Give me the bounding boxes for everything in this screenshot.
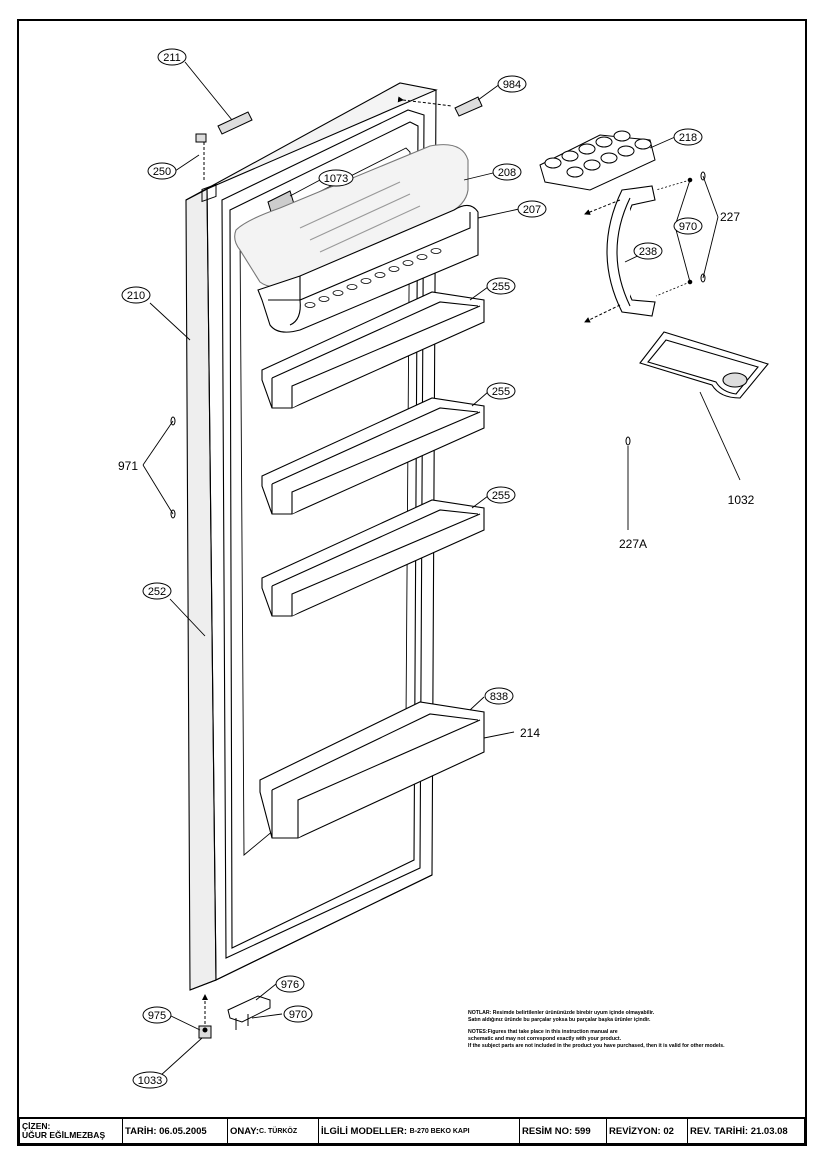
callout-text-255-first: 255 — [492, 281, 510, 293]
callout-text-255-second: 255 — [492, 386, 510, 398]
drawn-by-name: UĞUR EĞİLMEZBAŞ — [22, 1130, 106, 1140]
part-1032-lid — [639, 331, 769, 399]
date-cell: TARİH: 06.05.2005 — [123, 1119, 228, 1143]
callout-208 — [492, 163, 522, 181]
part-227A-screw — [625, 436, 631, 446]
callout-text-207: 207 — [523, 204, 541, 216]
part-211-plate — [217, 111, 253, 135]
part-984-plate — [454, 96, 483, 117]
callout-text-208: 208 — [498, 167, 516, 179]
part-207-shelf — [257, 204, 479, 333]
callout-text-838: 838 — [490, 691, 508, 703]
callout-text-210: 210 — [127, 290, 145, 302]
callout-text-211: 211 — [163, 52, 181, 64]
top-hinge — [195, 133, 217, 203]
part-984-arrow — [397, 96, 453, 107]
callout-255-third — [486, 486, 516, 504]
drawing-number-cell: RESİM NO: 599 — [520, 1119, 607, 1143]
bottom-hinge — [198, 995, 271, 1039]
callout-211 — [157, 48, 187, 66]
callout-text-971: 971 — [118, 459, 138, 473]
callout-970-bottom — [283, 1005, 313, 1023]
leader-lines — [142, 61, 741, 1077]
callout-984 — [497, 75, 527, 93]
door-shelves — [259, 291, 485, 839]
handle-arrow-top — [584, 199, 621, 215]
callout-text-1073: 1073 — [324, 173, 348, 185]
approval-name: C. TÜRKÖZ — [259, 1127, 298, 1135]
approval-label: ONAY: — [230, 1125, 260, 1137]
callout-975 — [142, 1006, 172, 1024]
door-assembly — [185, 82, 438, 991]
callout-970-top — [673, 217, 703, 235]
callout-text-238: 238 — [639, 246, 657, 258]
callout-text-250: 250 — [153, 166, 171, 178]
callout-text-970-top: 970 — [679, 221, 697, 233]
note-tr-line-2: Satın aldığınız üründe bu parçalar yoksa… — [468, 1017, 651, 1023]
callout-text-255-third: 255 — [492, 490, 510, 502]
callout-207 — [517, 200, 547, 218]
callout-text-1033: 1033 — [138, 1075, 162, 1087]
callout-text-975: 975 — [148, 1010, 166, 1022]
callout-218 — [673, 128, 703, 146]
revision-date-cell: REV. TARİHİ: 21.03.08 — [690, 1125, 788, 1137]
callout-text-970-bottom: 970 — [289, 1009, 307, 1021]
note-en-line-3: If the subject parts are not included in… — [468, 1043, 725, 1049]
callout-1033 — [132, 1071, 168, 1089]
note-en-line-2: schematic and may not correspond exactly… — [468, 1036, 622, 1042]
part-218-egg-tray — [539, 130, 656, 191]
revision-cell: REVİZYON: 02 — [607, 1119, 688, 1143]
handle-screws — [687, 171, 706, 285]
callout-text-976: 976 — [281, 979, 299, 991]
callout-238 — [633, 242, 663, 260]
models-label: İLGİLİ MODELLER: — [321, 1125, 408, 1137]
callout-1073 — [318, 169, 354, 187]
note-en-line-1: NOTES:Figures that take place in this in… — [468, 1029, 618, 1035]
title-block: ÇİZEN: UĞUR EĞİLMEZBAŞ TARİH: 06.05.2005… — [18, 1117, 806, 1145]
models-value: B-270 BEKO KAPI — [409, 1127, 470, 1135]
notes-block: NOTLAR: Resimde belirtilenler ürününüzde… — [468, 1010, 798, 1050]
drawn-by-cell: ÇİZEN: UĞUR EĞİLMEZBAŞ — [20, 1119, 123, 1143]
note-tr-line-1: NOTLAR: Resimde belirtilenler ürününüzde… — [468, 1010, 655, 1016]
handle-arrow-bottom — [584, 304, 621, 323]
models-cell: İLGİLİ MODELLER: B-270 BEKO KAPI — [319, 1119, 520, 1143]
part-208-cover — [234, 144, 469, 288]
drawn-by-label: ÇİZEN: — [22, 1121, 51, 1131]
callout-838 — [484, 687, 514, 705]
callout-255-second — [486, 382, 516, 400]
callout-text-227: 227 — [720, 210, 740, 224]
approval-cell: ONAY:C. TÜRKÖZ — [228, 1119, 319, 1143]
callout-252 — [142, 582, 172, 600]
callout-976 — [275, 975, 305, 993]
callout-210 — [121, 286, 151, 304]
callout-text-984: 984 — [503, 79, 521, 91]
drawing-frame — [17, 19, 807, 1146]
callout-text-252: 252 — [148, 586, 166, 598]
callout-255-first — [486, 277, 516, 295]
part-238-handle — [606, 185, 656, 317]
callout-text-227A: 227A — [619, 537, 647, 551]
part-971-screw-top — [170, 416, 176, 426]
part-971-screw-bottom — [170, 509, 176, 519]
callout-text-214: 214 — [520, 726, 540, 740]
callout-250 — [147, 162, 177, 180]
callout-text-1032: 1032 — [728, 493, 755, 507]
callout-text-218: 218 — [679, 132, 697, 144]
